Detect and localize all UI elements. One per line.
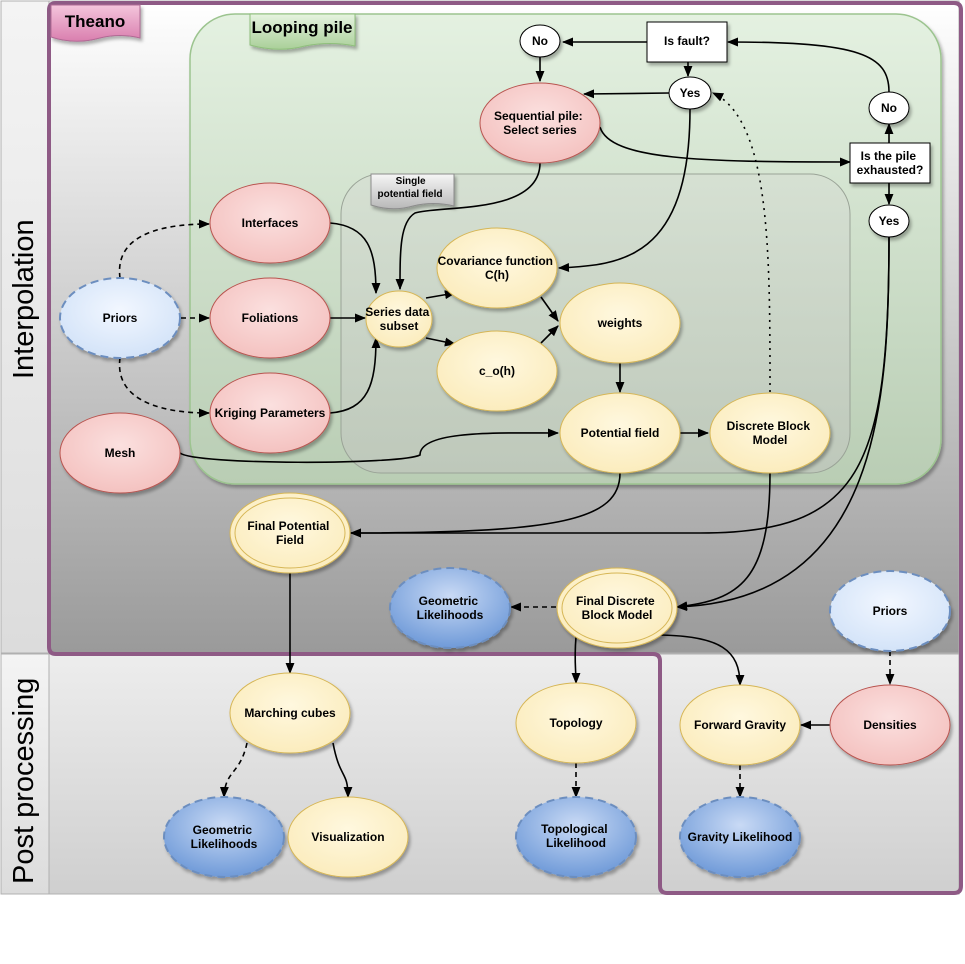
svg-text:Topology: Topology [549,716,602,730]
svg-text:Foliations: Foliations [242,311,299,325]
edge-sequential-exhausted [599,126,852,167]
node-topological-likelihood: Topological Likelihood [515,796,637,878]
edge-priors-kriging [118,357,211,418]
node-topology: Topology [515,682,637,764]
looping-pile-label: Looping pile [251,18,352,37]
interpolation-band-label: Interpolation [8,219,40,379]
node-potential-field: Potential field [559,392,681,474]
svg-text:Interfaces: Interfaces [242,216,299,230]
svg-text:Is fault?: Is fault? [664,34,710,48]
node-discrete-block-model: Discrete Block Model [709,392,831,474]
node-final-discrete-block-model: Final Discrete Block Model [556,567,678,649]
node-forward-gravity: Forward Gravity [679,684,801,766]
svg-text:Topological Likelihood: Topological Likelihood [541,822,611,850]
node-densities: Densities [829,684,951,766]
edge-series-covariance [425,290,457,300]
edge-marching-visualization [332,742,353,799]
node-visualization: Visualization [287,796,409,878]
svg-text:Series data subset: Series data subset [365,305,432,333]
svg-text:Final Potential Field: Final Potential Field [247,519,332,547]
node-geometric-likelihoods-top: Geometric Likelihoods [389,567,511,649]
svg-text:Discrete Block Model: Discrete Block Model [727,419,814,447]
theano-tag [50,4,141,42]
node-is-pile-exhausted: Is the pile exhausted? [849,142,931,184]
node-foliations: Foliations [209,277,331,359]
svg-text:Is the pile exhausted?: Is the pile exhausted? [857,149,924,177]
node-gravity-likelihood: Gravity Likelihood [679,796,801,878]
theano-label: Theano [65,12,125,31]
svg-text:No: No [881,101,897,115]
edge-potential-finalpotential [349,472,621,538]
svg-text:Kriging Parameters: Kriging Parameters [215,406,326,420]
svg-text:Yes: Yes [879,214,900,228]
edge-yesright-finaldiscrete [675,236,890,612]
post-processing-band: Post processing [0,653,960,895]
node-kriging-parameters: Kriging Parameters [209,372,331,454]
theano-region [47,1,963,895]
node-yes-right: Yes [868,204,910,238]
node-covariance-function: Covariance function C(h) [436,227,558,309]
edge-co-weights [540,325,559,344]
edge-yes-sequential [582,89,670,99]
edges [118,37,895,799]
edge-sequential-series [395,162,541,291]
edge-noright-fault [726,37,890,93]
node-mesh: Mesh [59,412,181,494]
node-geometric-likelihoods-bottom: Geometric Likelihoods [163,796,285,878]
edge-kriging-series [329,336,381,414]
svg-text:Final Discrete Block Mod: Final Discrete Block Model [576,594,658,622]
svg-text:weights: weights [597,316,643,330]
node-is-fault: Is fault? [646,21,728,63]
edge-interfaces-series [329,222,381,295]
edge-priors-interfaces [118,219,211,279]
svg-text:Marching cubes: Marching cubes [244,706,336,720]
node-yes-top: Yes [668,76,712,110]
svg-text:Densities: Densities [863,718,917,732]
edge-mesh-potential [179,428,560,464]
node-c-o-h: c_o(h) [436,330,558,412]
edge-covariance-weights [540,296,559,322]
svg-text:Priors: Priors [103,311,138,325]
svg-text:Visualization: Visualization [311,830,384,844]
node-priors-right: Priors [829,570,951,652]
node-weights: weights [559,282,681,364]
svg-text:Geometric Likelihoods: Geometric Likelihoods [417,594,484,622]
svg-text:Yes: Yes [680,86,701,100]
node-series-data-subset: Series data subset [365,290,433,348]
svg-text:Gravity Likelihood: Gravity Likelihood [688,830,793,844]
single-potential-field-tag [370,173,455,210]
post-processing-band-label: Post processing [8,678,40,884]
edge-series-co [425,337,457,347]
node-sequential-pile: Sequential pile: Select series [479,82,601,164]
node-no-top: No [519,24,561,58]
svg-text:Mesh: Mesh [105,446,136,460]
node-priors-left: Priors [59,277,181,359]
svg-text:Potential field: Potential field [581,426,660,440]
svg-text:Covariance function C(h): Covariance function C(h) [438,254,557,282]
svg-text:Priors: Priors [873,604,908,618]
svg-text:No: No [532,34,548,48]
node-interfaces: Interfaces [209,182,331,264]
svg-text:c_o(h): c_o(h) [479,364,515,378]
single-potential-field-label: Single potential field [378,176,443,200]
node-final-potential-field: Final Potential Field [229,492,351,574]
edge-discrete-finaldiscrete [675,472,771,611]
edge-finaldiscrete-topology [571,636,581,685]
node-no-right: No [868,91,910,125]
svg-text:Sequential pile: Select: Sequential pile: Select series [494,109,586,137]
svg-text:Forward Gravity: Forward Gravity [694,718,786,732]
looping-pile-tag [249,13,356,50]
node-marching-cubes: Marching cubes [229,672,351,754]
edge-yes-covariance [557,108,691,272]
svg-text:Geometric Likelihoods: Geometric Likelihoods [191,823,258,851]
edge-finaldiscrete-gravity [659,634,745,687]
